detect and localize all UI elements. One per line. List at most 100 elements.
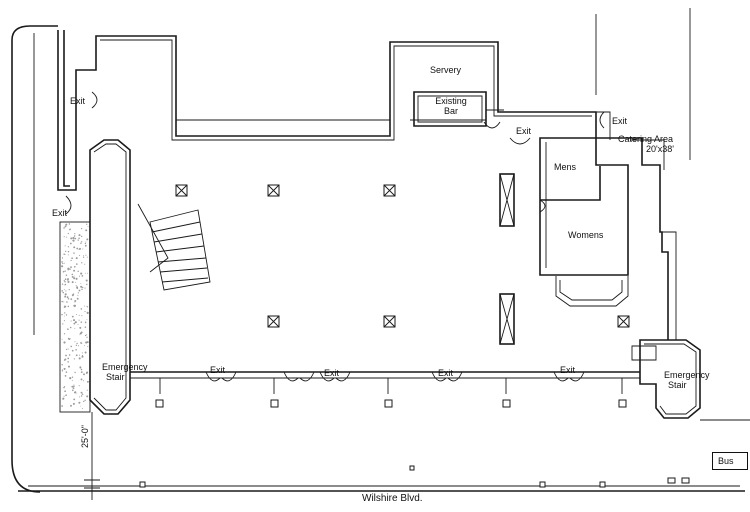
hatch-speck bbox=[86, 380, 89, 383]
hatch-speck bbox=[63, 315, 65, 317]
hatch-speck bbox=[74, 371, 76, 374]
hatch-speck bbox=[83, 380, 85, 382]
hatch-speck bbox=[74, 237, 77, 240]
hatch-speck bbox=[67, 269, 69, 271]
hatch-speck bbox=[76, 286, 79, 289]
hatch-speck bbox=[85, 341, 88, 344]
hatch-speck bbox=[80, 283, 82, 284]
hatch-speck bbox=[67, 246, 70, 248]
hatch-speck bbox=[73, 384, 75, 386]
hatch-speck bbox=[61, 363, 63, 366]
hatch-speck bbox=[63, 386, 65, 389]
hatch-speck bbox=[81, 393, 84, 395]
hatch-speck bbox=[87, 226, 89, 228]
hatch-speck bbox=[63, 359, 66, 361]
hatch-speck bbox=[81, 262, 83, 264]
hatch-speck bbox=[67, 254, 69, 256]
hatch-speck bbox=[75, 257, 78, 260]
hatch-speck bbox=[79, 334, 81, 336]
hatch-speck bbox=[74, 391, 77, 394]
emergency-stair-right-line2: Stair bbox=[668, 380, 687, 390]
hatch-speck bbox=[77, 270, 79, 273]
exit-label-front-2: Exit bbox=[324, 368, 340, 378]
catering-area-line1: Catering Area bbox=[618, 134, 674, 144]
servery-label: Servery bbox=[430, 65, 462, 75]
hatch-speck bbox=[79, 326, 82, 329]
hatch-speck bbox=[73, 246, 76, 249]
hatch-speck bbox=[82, 256, 85, 258]
hatch-speck bbox=[75, 349, 77, 351]
hatch-speck bbox=[80, 242, 82, 244]
hatch-speck bbox=[64, 390, 66, 393]
hatch-speck bbox=[81, 275, 84, 277]
hatch-speck bbox=[72, 319, 76, 322]
hatch-speck bbox=[83, 254, 85, 256]
hatch-speck bbox=[73, 252, 75, 254]
hatch-speck bbox=[86, 389, 88, 391]
hatch-speck bbox=[71, 379, 73, 381]
pier-footings bbox=[155, 399, 627, 408]
hatch-speck bbox=[71, 385, 74, 388]
hatch-speck bbox=[72, 387, 75, 390]
hatch-speck bbox=[84, 305, 85, 307]
hatch-speck bbox=[65, 223, 68, 226]
hatch-speck bbox=[78, 354, 80, 356]
structural-columns bbox=[175, 184, 630, 328]
womens-label: Womens bbox=[568, 230, 604, 240]
hatch-speck bbox=[78, 314, 80, 316]
hatch-speck bbox=[81, 352, 83, 354]
hatch-speck bbox=[65, 290, 67, 292]
exit-label-front-4: Exit bbox=[560, 365, 576, 375]
hatch-speck bbox=[70, 298, 73, 300]
hatch-speck bbox=[74, 233, 76, 235]
hatch-speck bbox=[71, 376, 74, 378]
hatch-speck bbox=[67, 360, 69, 363]
hatch-speck bbox=[80, 331, 83, 334]
column bbox=[267, 184, 280, 197]
hatch-speck bbox=[65, 354, 67, 357]
hatch-speck bbox=[63, 289, 65, 291]
catering-wall bbox=[596, 111, 677, 340]
hatch-speck bbox=[71, 273, 74, 276]
hatch-speck bbox=[86, 336, 88, 338]
hatch-speck bbox=[67, 250, 70, 253]
hatch-speck bbox=[64, 375, 67, 377]
hatch-speck bbox=[67, 328, 69, 331]
hatch-speck bbox=[69, 268, 71, 270]
hatch-speck bbox=[76, 314, 78, 316]
hatch-speck bbox=[61, 338, 63, 340]
serving-counters bbox=[499, 173, 515, 345]
hatch-speck bbox=[64, 245, 66, 247]
hatch-speck bbox=[80, 308, 83, 310]
street-name-label: Wilshire Blvd. bbox=[362, 493, 423, 504]
hatch-speck bbox=[73, 322, 76, 325]
column bbox=[267, 315, 280, 328]
hatch-speck bbox=[78, 319, 80, 321]
front-facade bbox=[130, 371, 640, 394]
exit-label-left: Exit bbox=[52, 208, 68, 218]
hatch-speck bbox=[79, 247, 81, 250]
hatch-speck bbox=[87, 272, 89, 274]
hatch-speck bbox=[86, 311, 89, 314]
hatch-speck bbox=[85, 279, 88, 282]
hatch-speck bbox=[63, 262, 65, 264]
hatch-speck bbox=[74, 299, 77, 302]
hatch-speck bbox=[84, 242, 87, 245]
hatch-speck bbox=[77, 295, 79, 296]
hatch-speck bbox=[84, 272, 86, 274]
hatch-speck bbox=[80, 378, 83, 381]
hatch-speck bbox=[61, 290, 64, 292]
hatch-speck bbox=[63, 320, 65, 322]
existing-bar-line2: Bar bbox=[443, 106, 458, 116]
hatch-speck bbox=[72, 239, 75, 242]
hatch-speck bbox=[64, 295, 67, 298]
hatch-speck bbox=[67, 357, 70, 360]
hatch-speck bbox=[73, 358, 75, 360]
hatch-speck bbox=[80, 395, 83, 397]
hatch-speck bbox=[77, 324, 79, 325]
hatch-speck bbox=[68, 365, 70, 368]
hatch-speck bbox=[86, 223, 88, 225]
hatch-speck bbox=[74, 341, 76, 343]
hatch-speck bbox=[62, 291, 65, 294]
